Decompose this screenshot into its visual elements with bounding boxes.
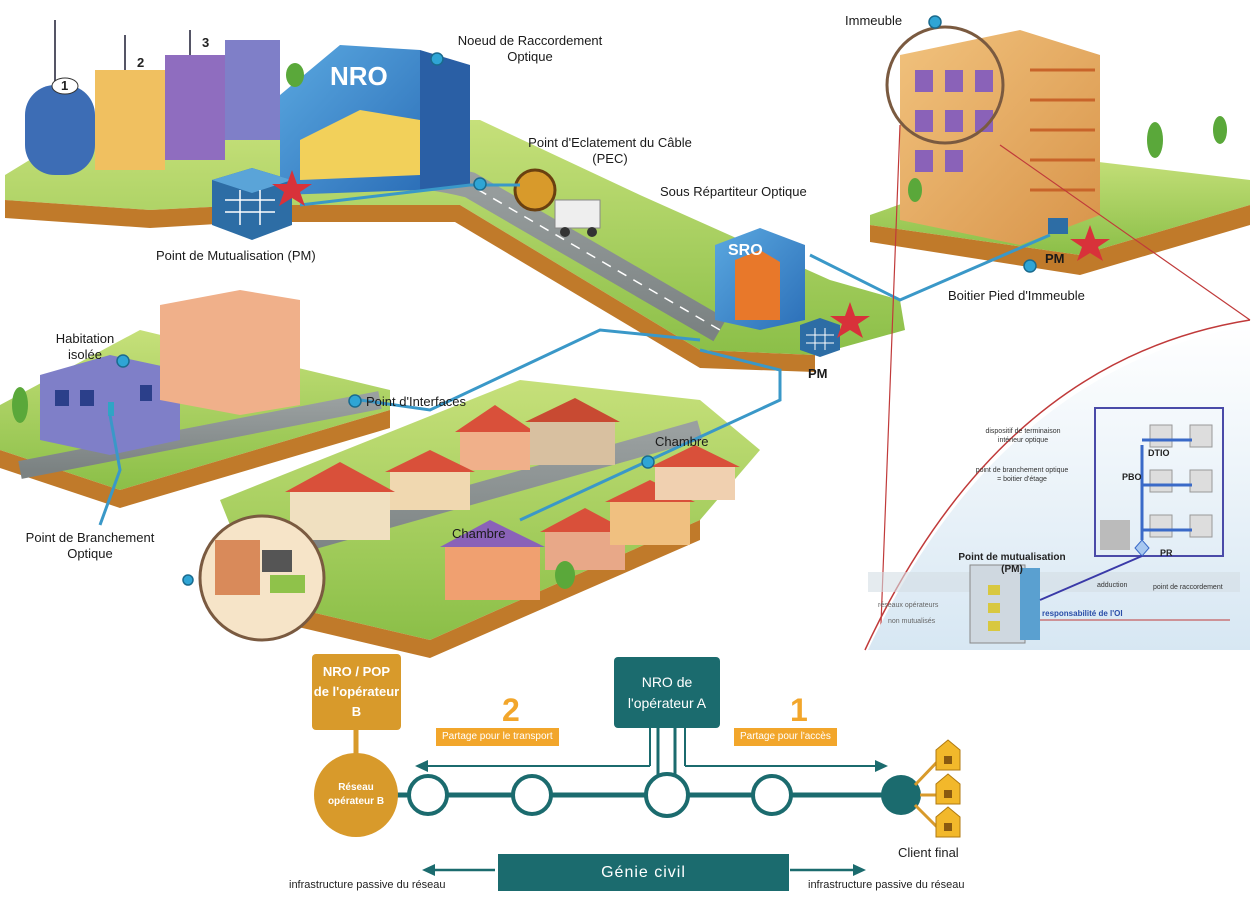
inset-schematic xyxy=(868,325,1250,650)
pm-cube-main xyxy=(212,168,292,240)
operator-buildings xyxy=(25,20,280,175)
genie-civil-label: Génie civil xyxy=(601,863,686,881)
label-pm-sro: PM xyxy=(808,366,828,381)
operator-number-2: 2 xyxy=(137,55,145,70)
reseau-operateur-b-label: Réseau opérateur B xyxy=(327,782,385,807)
isolated-houses xyxy=(40,290,300,455)
ftth-network-illustration: NRO SRO xyxy=(0,15,1251,658)
house-zoom-circle xyxy=(198,514,326,642)
label-chambre-2: Chambre xyxy=(452,526,506,541)
label-pbo: Point de Branchement Optique xyxy=(25,530,155,561)
label-habitation: Habitation isolée xyxy=(55,331,115,362)
inset-reseaux: réseaux opérateurs xyxy=(878,602,939,609)
village-houses xyxy=(285,398,740,600)
nro-operator-a: NRO de l'opérateur A xyxy=(614,657,720,728)
inset-adduction: adduction xyxy=(1097,582,1128,589)
operator-number-1: 1 xyxy=(61,78,69,93)
nro-pop-operator-b-label: NRO / POP de l'opérateur B xyxy=(313,664,400,719)
inset-dtio: DTIO xyxy=(1148,448,1170,458)
nro-building: NRO xyxy=(280,45,470,195)
label-infra-right: infrastructure passive du réseau xyxy=(808,879,965,891)
genie-civil-box: Génie civil xyxy=(498,854,789,891)
inset-responsabilite: responsabilité de l'OI xyxy=(1042,609,1123,618)
nro-operator-a-label: NRO de l'opérateur A xyxy=(627,673,707,711)
share-number-transport: 2 xyxy=(502,692,520,728)
inset-pr-desc: point de raccordement xyxy=(1153,584,1223,591)
fibre-cables xyxy=(98,183,1051,526)
label-pec: Point d'Eclatement du Câble (PEC) xyxy=(528,135,692,166)
zoom-guide-lines xyxy=(879,124,1251,651)
label-client-final: Client final xyxy=(898,845,959,860)
tag-partage-transport: Partage pour le transport xyxy=(436,728,559,746)
cable-truck xyxy=(513,168,601,237)
apartment-building xyxy=(885,25,1100,245)
label-pm-building: PM xyxy=(1045,251,1065,266)
red-star-markers xyxy=(272,170,1110,338)
sro-building: SRO xyxy=(715,228,805,330)
nro-sign: NRO xyxy=(330,61,388,91)
inset-non-mut: non mutualisés xyxy=(888,618,936,625)
label-immeuble: Immeuble xyxy=(845,13,903,28)
inset-pbo: PBO xyxy=(1122,472,1142,482)
label-infra-left: infrastructure passive du réseau xyxy=(289,879,446,891)
nro-pop-operator-b: NRO / POP de l'opérateur B xyxy=(312,654,401,730)
share-number-acces: 1 xyxy=(790,692,808,728)
label-boitier: Boitier Pied d'Immeuble xyxy=(948,288,1085,303)
operator-number-3: 3 xyxy=(202,35,210,50)
inset-pr: PR xyxy=(1160,548,1173,558)
label-chambre-1: Chambre xyxy=(655,434,709,449)
label-point-interfaces: Point d'Interfaces xyxy=(366,394,467,409)
label-nro: Noeud de Raccordement Optique xyxy=(457,33,603,64)
location-dots xyxy=(116,15,1037,586)
sharing-schematic xyxy=(314,726,961,876)
sro-sign: SRO xyxy=(728,242,763,259)
inset-dtio-desc: dispositif de terminaison intérieur opti… xyxy=(985,428,1061,444)
inset-pbo-desc: point de branchement optique = boitier d… xyxy=(975,467,1069,483)
reseau-operateur-b: Réseau opérateur B xyxy=(316,765,396,825)
label-pm-main: Point de Mutualisation (PM) xyxy=(156,248,316,263)
tag-partage-acces: Partage pour l'accès xyxy=(734,728,837,746)
pm-cube-sro xyxy=(800,318,840,357)
inset-pm-title: Point de mutualisation (PM) xyxy=(958,552,1066,575)
label-sro: Sous Répartiteur Optique xyxy=(660,184,807,199)
trees xyxy=(12,63,1227,589)
